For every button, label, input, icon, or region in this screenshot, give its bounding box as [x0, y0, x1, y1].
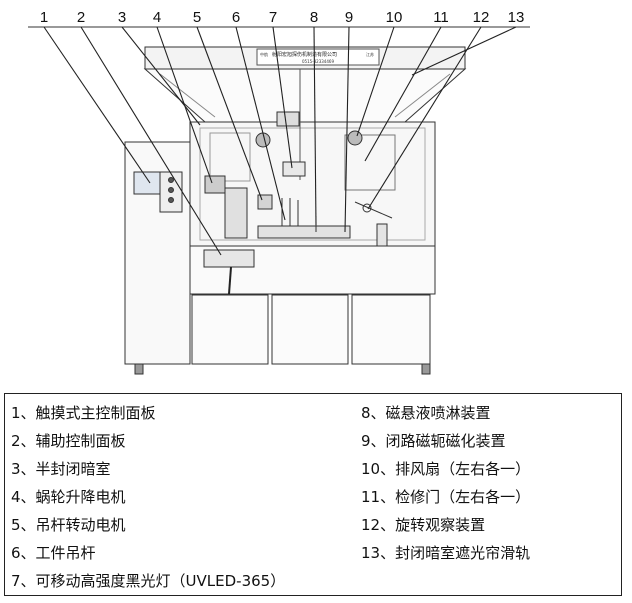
legend-item: 7、可移动高强度黑光灯（UVLED-365） [11, 572, 286, 590]
legend-item: 8、磁悬液喷淋装置 [361, 404, 491, 422]
callout-label-4: 4 [153, 9, 161, 26]
legend-item: 2、辅助控制面板 [11, 432, 126, 450]
callout-label-5: 5 [193, 9, 201, 26]
hood-skirt [143, 68, 467, 123]
rotating-observation-device [354, 201, 393, 219]
legend-item: 12、旋转观察装置 [361, 516, 486, 534]
plate-location: 江苏 [366, 51, 374, 57]
legend-item: 6、工件吊杆 [11, 544, 96, 562]
plate-phone: 0515-82334469 [302, 59, 334, 64]
maintenance-door-left [209, 132, 251, 182]
legend-item: 11、检修门（左右各一） [361, 488, 531, 506]
legend-item: 9、闭路磁轭磁化装置 [361, 432, 506, 450]
hanger-bracket [276, 111, 300, 127]
leader-line-13 [411, 26, 517, 76]
leader-line-12 [367, 26, 482, 210]
leader-line-2 [80, 26, 222, 256]
legend-item: 10、排风扇（左右各一） [361, 460, 531, 478]
leader-line-6 [235, 26, 286, 221]
worm-gear-motor [204, 175, 226, 194]
exhaust-fan-right [347, 130, 363, 146]
yoke-bed [257, 225, 351, 239]
black-light-lamp [282, 161, 306, 177]
leader-line-1 [43, 26, 151, 184]
legend-item: 13、封闭暗室遮光帘滑轨 [361, 544, 531, 562]
callout-label-8: 8 [310, 9, 318, 26]
auxiliary-control-panel [203, 249, 255, 268]
lift-column [224, 187, 248, 239]
leader-line-9 [344, 26, 350, 233]
callout-label-12: 12 [473, 9, 490, 26]
leader-line-3 [121, 26, 201, 126]
leader-line-7 [272, 26, 293, 169]
plate-prefix: 中航 [260, 51, 268, 57]
plate-company: 射阳宏旭探伤机制造有限公司 [272, 51, 337, 58]
legend-item: 3、半封闭暗室 [11, 460, 111, 478]
rotation-motor [257, 194, 273, 210]
callout-label-10: 10 [386, 9, 403, 26]
maintenance-door [344, 134, 396, 191]
cabinet-door-2 [271, 294, 349, 365]
callout-label-11: 11 [433, 9, 449, 26]
callout-label-6: 6 [232, 9, 240, 26]
leader-line-11 [364, 26, 442, 162]
touch-screen-panel [133, 171, 161, 195]
leader-line-8 [313, 26, 317, 226]
callout-label-1: 1 [40, 9, 48, 26]
legend-item: 5、吊杆转动电机 [11, 516, 126, 534]
callout-label-13: 13 [508, 9, 525, 26]
leader-line-5 [196, 26, 263, 201]
legend-item: 1、触摸式主控制面板 [11, 404, 156, 422]
cabinet-door-3 [351, 294, 431, 365]
cabinet-door-1 [191, 294, 269, 365]
legend-item: 4、蜗轮升降电机 [11, 488, 126, 506]
leader-line-10 [356, 26, 395, 137]
callout-label-3: 3 [118, 9, 126, 26]
callout-label-2: 2 [77, 9, 85, 26]
callout-label-7: 7 [269, 9, 277, 26]
leader-line-4 [156, 26, 213, 184]
legend-panel: 1、触摸式主控制面板 2、辅助控制面板 3、半封闭暗室 4、蜗轮升降电机 5、吊杆转动电… [4, 393, 622, 596]
callout-label-9: 9 [345, 9, 353, 26]
